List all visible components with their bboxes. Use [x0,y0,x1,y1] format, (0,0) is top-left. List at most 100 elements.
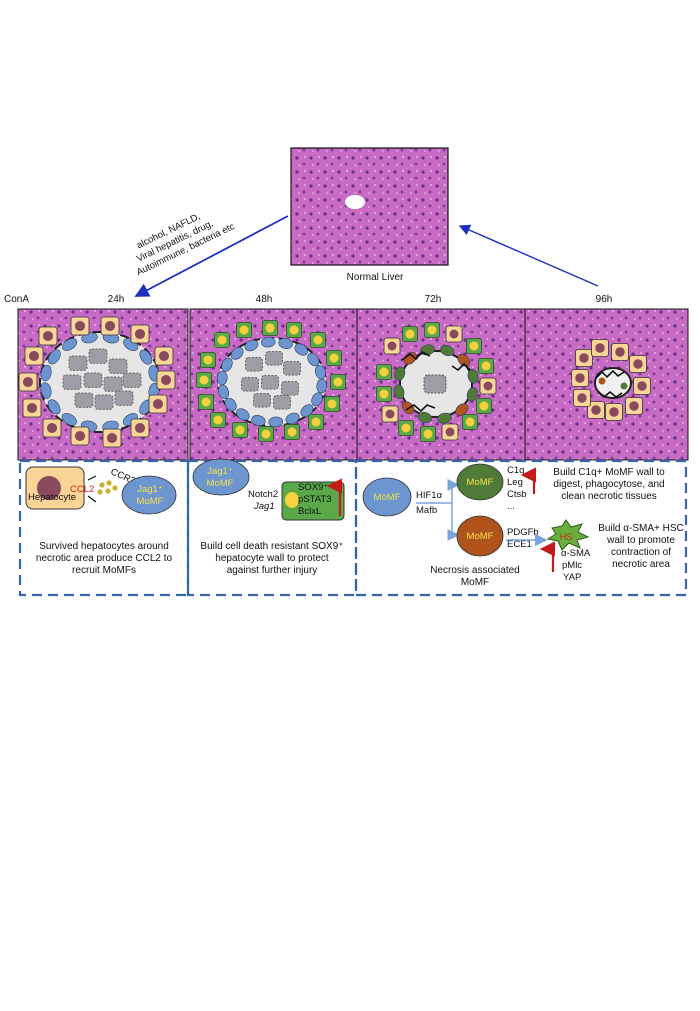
time-label-48h: 48h [256,294,273,305]
tissue-panel-96h [524,308,689,461]
more-markers: ... [507,501,515,512]
jag1-label: Jag1 [253,501,275,512]
sox9-hepatocyte-cell [196,372,212,388]
caption-48h-line: against further injury [227,565,318,576]
c1q-momf-cell [456,463,504,501]
caption-24h-line: recruit MoMFs [72,565,136,576]
momf-cell [40,382,52,399]
necrotic-cell [114,390,134,406]
momf-cell [139,349,153,365]
sox9-hepatocyte-cell [330,374,346,390]
sox9-hepatocyte-cell [232,422,248,438]
sox9-marker: SOX9⁺ [298,482,328,493]
momf-cell [440,345,455,357]
hepatocyte-cell [156,370,176,390]
momf-cell [47,399,61,415]
lower-caption-line: wall to promote [606,535,675,546]
tissue-panel-48h [189,308,358,461]
momf-cell [260,336,276,348]
tissue-panel-72h [356,308,526,461]
receptor-line [87,475,97,481]
necrosis-momf-label: MoMF [467,531,494,542]
necrotic-cell [281,381,299,396]
hepatocyte-cell [445,325,463,343]
momf-cell [307,352,320,367]
hepatocyte-cell [70,426,90,446]
hepatocyte-cell [633,377,651,395]
momf-cell [251,415,266,426]
momf-cell [311,392,323,407]
momf-cell [230,346,244,360]
momf-cell [278,338,293,349]
ctsb-marker: Ctsb [507,489,527,500]
necrosis-associated-caption: MoMF [461,577,489,588]
hepatocyte-cell [148,394,168,414]
caption-24h-line: Survived hepatocytes around [39,541,169,552]
upper-caption-line: digest, phagocytose, and [553,479,664,490]
sox9-hepatocyte-cell [376,364,392,380]
necrotic-cell [74,392,94,408]
sox9-hepatocyte-cell [478,358,494,374]
caption-48h-line: hepatocyte wall to protect [215,553,329,564]
leg-marker: Leg [507,477,523,488]
hepatocyte-cell [18,372,38,392]
ccl2-chemokine-dots [97,480,118,495]
momf-cell [294,343,308,356]
necrotic-cell [108,358,128,374]
mafb-label: Mafb [416,505,437,516]
explanation-box-72-96h [354,459,688,597]
sox9-hepatocyte-cell [310,332,326,348]
lower-caption-line: Build α-SMA+ HSC [598,523,684,534]
hepatocyte-cell [381,405,399,423]
hepatocyte-cell [25,466,85,510]
sox9-hepatocyte-cell [236,322,252,338]
necrotic-cell [94,394,114,410]
necrosis-associated-momf-cell [456,515,504,557]
explanation-box-24h [18,459,190,597]
hepatocyte-cell [625,397,643,415]
hif1a-label: HIF1α [416,490,443,501]
injury-causes-label: alcohol, NAFLD, Viral hepatitis, drug, A… [135,211,237,278]
hepatocyte-cell [383,337,401,355]
hepatocyte-cell [629,355,647,373]
hepatocyte-cell [130,418,150,438]
momf-cell [393,384,405,399]
necrotic-cell [241,377,259,392]
pstat3-marker: pSTAT3 [298,494,331,505]
c1q-momf-label: MoMF [467,477,494,488]
momf-label: MoMF [374,492,401,503]
c1q-marker: C1q [507,465,524,476]
hepatocyte-cell [441,423,459,441]
yap-marker: YAP [563,572,581,583]
sox9-hepatocyte-cell [420,426,436,442]
lower-caption-line: contraction of [611,547,671,558]
hepatocyte-cell [575,349,593,367]
sox9-hepatocyte-cell [376,386,392,402]
jag1-momf-cell [121,475,177,515]
necrotic-cell [261,375,279,390]
momf-cell [437,412,452,424]
sox9-hepatocyte-cell [462,414,478,430]
hepatocyte-cell [571,369,589,387]
hepatocyte-cell [605,403,623,421]
jag1-momf-cell [192,458,250,496]
explanation-box-48h [186,459,358,597]
necrotic-cell [68,355,88,371]
necrotic-cell [62,374,82,390]
hepatocyte-cell [102,428,122,448]
sox9-hepatocyte-cell [286,322,302,338]
momf-cell [467,369,479,384]
momf-cell [236,408,250,421]
hepatocyte-cell [591,339,609,357]
momf-cell [224,397,237,412]
caption-24h-line: necrotic area produce CCL2 to [36,553,173,564]
sox9-hepatocyte-cell [308,414,324,430]
asma-marker: α-SMA [561,548,591,559]
sox9-hepatocyte-cell [200,352,216,368]
normal-liver-image [290,147,449,266]
sox9-hepatocyte-cell [424,322,440,338]
injury-arrow [134,215,289,297]
sox9-hepatocyte-cell [398,420,414,436]
necrotic-cell [273,395,291,410]
necrotic-cell [283,361,301,376]
